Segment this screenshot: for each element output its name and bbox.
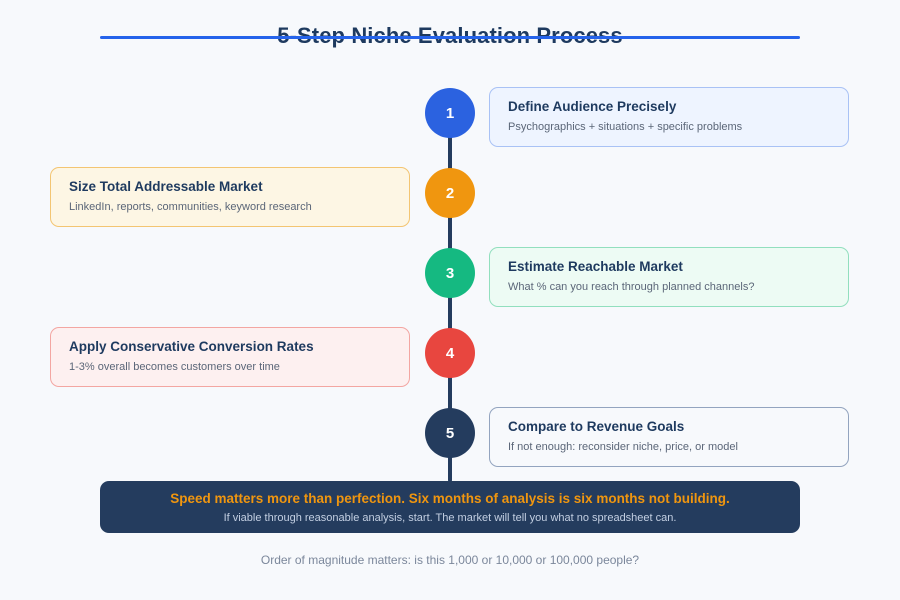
footer-note: Order of magnitude matters: is this 1,00… [260,553,640,567]
step-card-3[interactable]: Estimate Reachable Market What % can you… [489,247,849,307]
step-subtitle-4: 1-3% overall becomes customers over time [69,361,280,373]
step-marker-2[interactable]: 2 [425,168,475,218]
step-card-4[interactable]: Apply Conservative Conversion Rates 1-3%… [50,327,410,387]
step-number-5: 5 [445,424,455,442]
step-number-3: 3 [445,264,455,282]
summary-banner-headline: Speed matters more than perfection. Six … [170,490,730,506]
step-subtitle-3: What % can you reach through planned cha… [508,281,755,293]
page-title: 5-Step Niche Evaluation Process [0,22,900,50]
step-marker-3[interactable]: 3 [425,248,475,298]
step-title-3: Estimate Reachable Market [508,259,683,274]
step-subtitle-1: Psychographics + situations + specific p… [508,121,743,133]
step-title-1: Define Audience Precisely [508,99,677,114]
step-row-1: Define Audience Precisely Psychographics… [0,87,900,147]
step-row-5: Compare to Revenue Goals If not enough: … [0,407,900,467]
step-card-5[interactable]: Compare to Revenue Goals If not enough: … [489,407,849,467]
step-row-2: Size Total Addressable Market LinkedIn, … [0,167,900,227]
step-marker-5[interactable]: 5 [425,408,475,458]
step-subtitle-5: If not enough: reconsider niche, price, … [508,441,738,453]
step-title-4: Apply Conservative Conversion Rates [69,339,314,354]
step-number-2: 2 [445,184,455,202]
step-card-1[interactable]: Define Audience Precisely Psychographics… [489,87,849,147]
step-number-1: 1 [445,104,455,122]
title-underline-rule [100,36,800,39]
step-title-2: Size Total Addressable Market [69,179,263,194]
step-number-4: 4 [445,344,455,362]
step-subtitle-2: LinkedIn, reports, communities, keyword … [69,201,312,213]
summary-banner: Speed matters more than perfection. Six … [100,481,800,533]
step-marker-1[interactable]: 1 [425,88,475,138]
step-marker-4[interactable]: 4 [425,328,475,378]
step-row-3: Estimate Reachable Market What % can you… [0,247,900,307]
summary-banner-subtitle: If viable through reasonable analysis, s… [223,511,677,524]
step-card-2[interactable]: Size Total Addressable Market LinkedIn, … [50,167,410,227]
step-row-4: Apply Conservative Conversion Rates 1-3%… [0,327,900,387]
page-title-block: 5-Step Niche Evaluation Process [0,22,900,50]
step-title-5: Compare to Revenue Goals [508,419,685,434]
